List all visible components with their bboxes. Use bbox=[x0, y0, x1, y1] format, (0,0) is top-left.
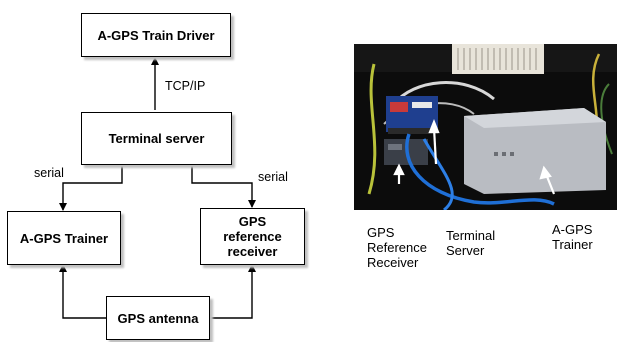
photo-label-reference-receiver-line-3: Receiver bbox=[367, 255, 419, 270]
photo-label-trainer-line-2: Trainer bbox=[552, 237, 593, 252]
photo-label-reference-receiver-line-1: GPS bbox=[367, 225, 395, 240]
node-train-driver: A-GPS Train Driver bbox=[81, 13, 231, 57]
edge-label-serial-right: serial bbox=[258, 170, 288, 184]
equipment-photo-drawing bbox=[354, 44, 617, 210]
edge-label-serial-left: serial bbox=[34, 166, 64, 180]
node-terminal-server: Terminal server bbox=[81, 112, 232, 165]
trainer-unit bbox=[464, 108, 606, 194]
node-train-driver-label: A-GPS Train Driver bbox=[97, 27, 215, 43]
antenna-to-receiver-link bbox=[210, 264, 256, 319]
vent-panel bbox=[452, 44, 544, 74]
photo-label-terminal-server: Terminal Server bbox=[446, 228, 495, 258]
node-antenna-label: GPS antenna bbox=[117, 310, 199, 326]
photo-label-trainer: A-GPS Trainer bbox=[552, 222, 593, 252]
node-antenna: GPS antenna bbox=[106, 296, 210, 340]
node-trainer: A-GPS Trainer bbox=[7, 211, 121, 265]
antenna-to-trainer-link bbox=[59, 264, 106, 319]
photo-label-reference-receiver-line-2: Reference bbox=[367, 240, 427, 255]
serial-link-right bbox=[188, 158, 256, 208]
photo-label-reference-receiver: GPS Reference Receiver bbox=[367, 225, 427, 270]
node-terminal-server-label: Terminal server bbox=[108, 131, 205, 146]
node-trainer-label: A-GPS Trainer bbox=[19, 230, 109, 246]
equipment-photo bbox=[354, 44, 617, 210]
edge-label-tcp-ip: TCP/IP bbox=[165, 79, 206, 93]
photo-label-terminal-server-line-1: Terminal bbox=[446, 228, 496, 243]
photo-label-trainer-line-1: A-GPS bbox=[552, 222, 593, 237]
terminal-server-unit bbox=[386, 96, 438, 134]
node-reference-receiver: GPS reference receiver bbox=[200, 208, 305, 265]
photo-label-terminal-server-line-2: Server bbox=[446, 243, 485, 258]
serial-link-left bbox=[59, 158, 126, 211]
node-reference-receiver-label: GPS reference receiver bbox=[223, 214, 282, 259]
